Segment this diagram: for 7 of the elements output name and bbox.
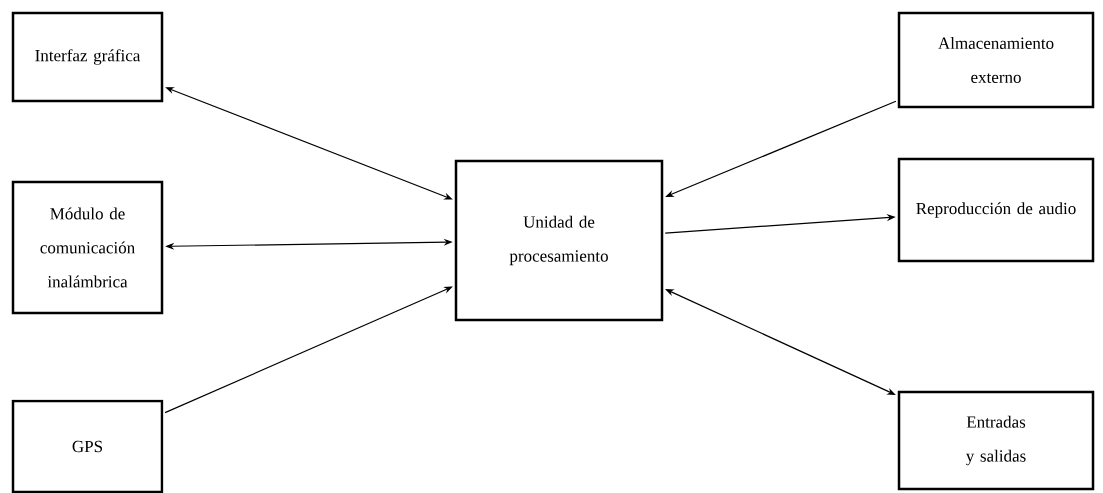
process-box: Reproducción de audio [897, 157, 1095, 263]
process-box: Almacenamiento externo [897, 11, 1095, 109]
process-box: Unidad de procesamiento [454, 159, 664, 322]
process-box: Interfaz gráfica [11, 11, 164, 103]
process-box: Entradas y salidas [897, 390, 1095, 491]
process-box: GPS [11, 399, 164, 493]
process-box: Módulo de comunicación inalámbrica [11, 180, 164, 315]
